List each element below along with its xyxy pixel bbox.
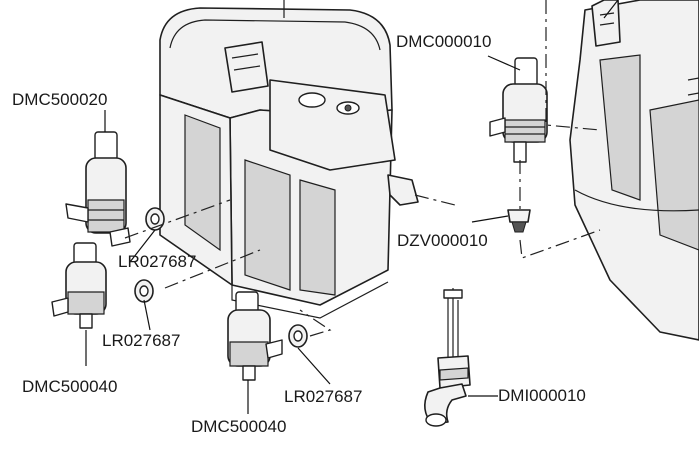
pump-dmc500040-a — [51, 242, 107, 329]
valve-dzv000010 — [507, 209, 531, 233]
pump-dmc500040-b — [227, 291, 283, 381]
right-housing — [569, 0, 699, 341]
grommet-a — [145, 207, 165, 231]
grommet-c — [288, 324, 308, 348]
leader-lines — [85, 0, 619, 414]
pump-dmc000010 — [489, 57, 548, 163]
washer-reservoir — [159, 0, 419, 319]
label-dzv000010: DZV000010 — [397, 231, 488, 250]
sensor-dmi000010 — [424, 288, 471, 427]
pump-dmc500020 — [65, 131, 131, 247]
label-lr027687-c: LR027687 — [284, 387, 362, 406]
label-dmc000010: DMC000010 — [396, 32, 491, 51]
label-lr027687-a: LR027687 — [118, 252, 196, 271]
grommet-b — [134, 279, 154, 303]
alignment-lines — [124, 0, 601, 337]
label-dmc500040-b: DMC500040 — [191, 417, 286, 436]
label-dmi000010: DMI000010 — [498, 386, 586, 405]
label-lr027687-b: LR027687 — [102, 331, 180, 350]
label-dmc500040-a: DMC500040 — [22, 377, 117, 396]
label-dmc500020: DMC500020 — [12, 90, 107, 109]
